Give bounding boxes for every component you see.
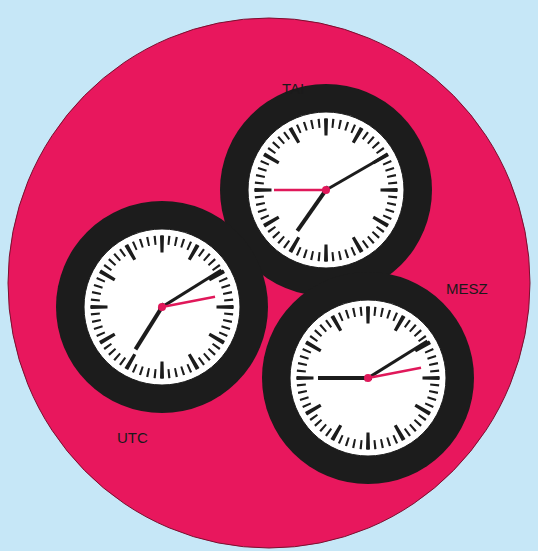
hour-hand <box>136 304 165 350</box>
hour-hand <box>318 376 372 380</box>
second-hand <box>368 368 421 378</box>
second-hand <box>162 297 215 307</box>
big-circle <box>8 18 530 548</box>
center-dot <box>364 374 372 382</box>
minute-hand <box>159 270 222 309</box>
center-dot <box>322 186 330 194</box>
clock-label: MESZ <box>446 281 488 296</box>
second-hand <box>274 189 326 192</box>
minute-hand <box>365 341 428 380</box>
hour-hand <box>297 187 328 231</box>
clock-label: TAI <box>282 81 304 96</box>
center-dot <box>158 303 166 311</box>
mesz-clock <box>262 272 474 484</box>
clock-face <box>56 201 268 413</box>
clock-label: UTC <box>117 430 148 445</box>
minute-hand <box>323 155 387 192</box>
clock-face <box>262 272 474 484</box>
utc-clock <box>56 201 268 413</box>
